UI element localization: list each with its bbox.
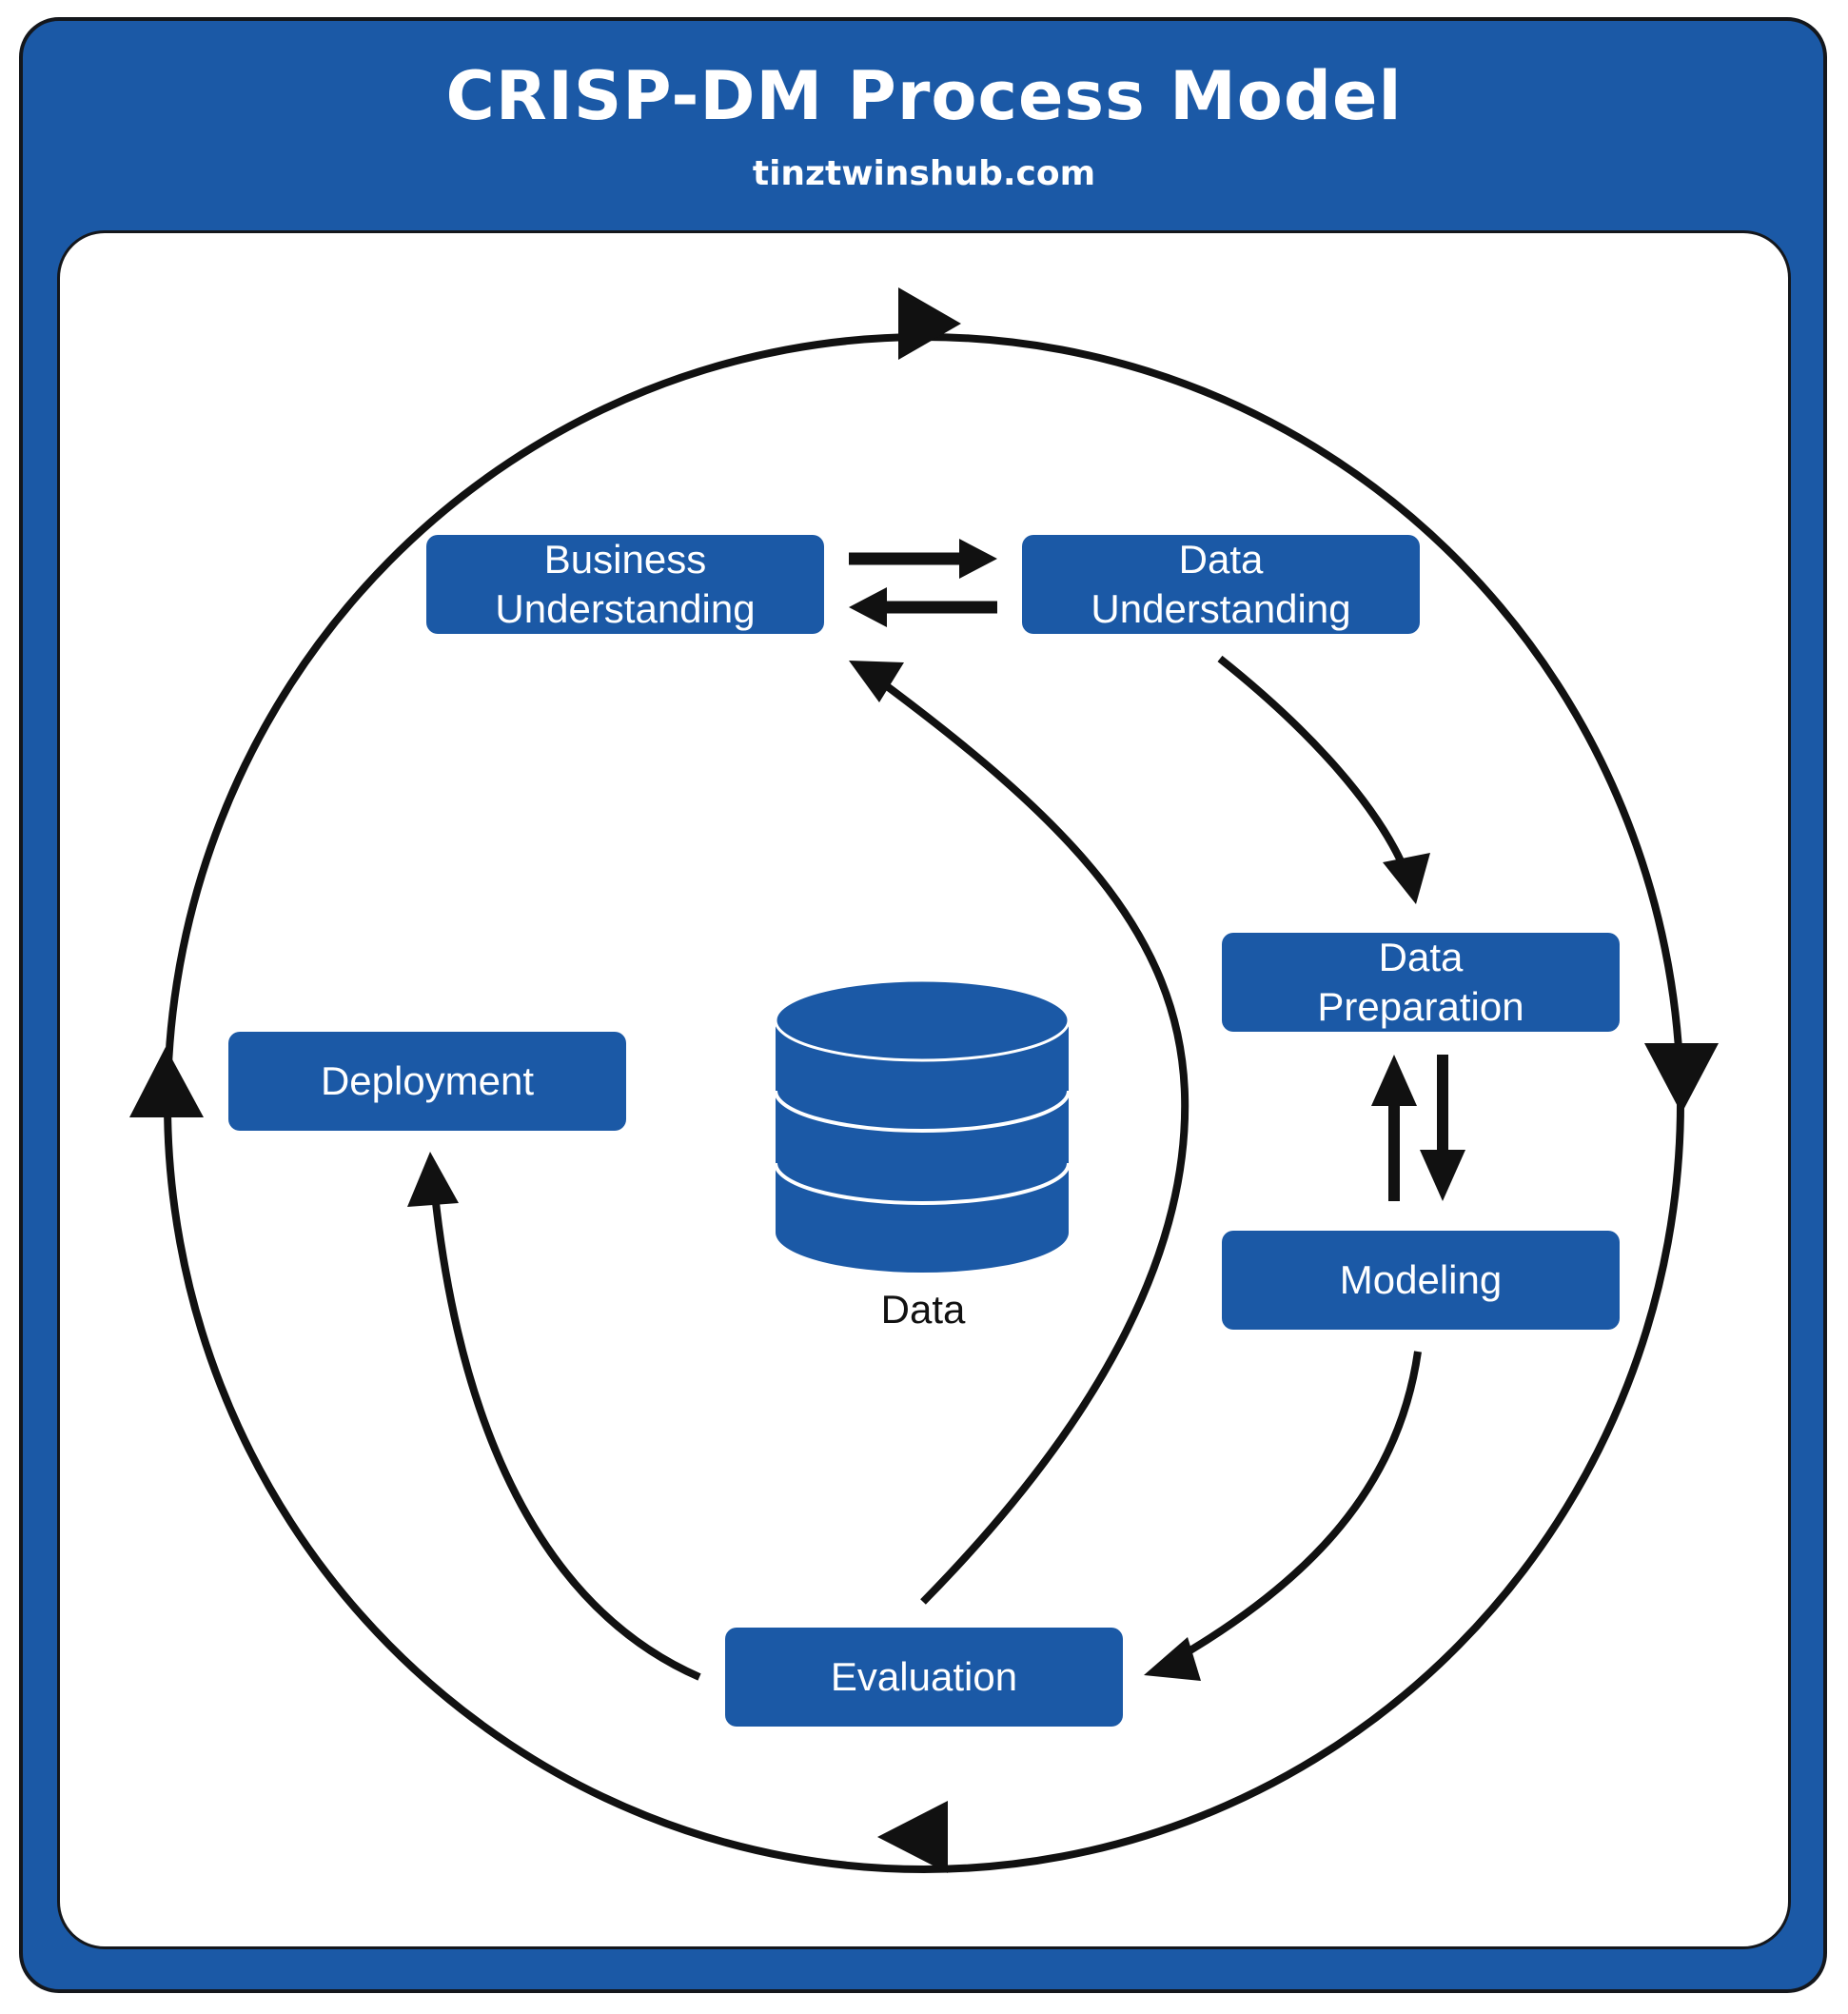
- stage-label: Business Understanding: [495, 537, 756, 631]
- stage-label: Data Preparation: [1317, 935, 1524, 1029]
- stage-evaluation[interactable]: Evaluation: [725, 1628, 1123, 1727]
- arrowhead-up-icon: [1371, 1055, 1417, 1106]
- arrow-evaluation-to-deployment: [429, 1175, 701, 1681]
- stage-data-understanding[interactable]: Data Understanding: [1022, 535, 1420, 634]
- arrow-modeling-to-evaluation: [1170, 1351, 1422, 1665]
- arrowhead-left-icon: [849, 587, 887, 627]
- arrowhead-up-icon: [407, 1152, 459, 1207]
- stage-business-understanding[interactable]: Business Understanding: [426, 535, 824, 634]
- data-label: Data: [880, 1287, 966, 1332]
- arrow-evaluation-to-business: [873, 674, 1189, 1605]
- arrowhead-up-left-icon: [849, 661, 904, 702]
- cycle-arrow-bottom-icon: [877, 1801, 948, 1873]
- stage-label: Evaluation: [830, 1654, 1018, 1699]
- stage-data-preparation[interactable]: Data Preparation: [1222, 933, 1620, 1032]
- arrow-data-understanding-to-preparation: [1217, 655, 1410, 876]
- arrowhead-down-icon: [1383, 853, 1430, 904]
- cycle-arrow-left-icon: [129, 1047, 204, 1117]
- stage-label: Deployment: [320, 1058, 535, 1103]
- page-subtitle: tinztwinshub.com: [752, 154, 1096, 193]
- page-title: CRISP-DM Process Model: [445, 57, 1403, 135]
- cycle-arrow-top-icon: [898, 287, 961, 360]
- stage-label: Data Understanding: [1091, 537, 1351, 631]
- stage-deployment[interactable]: Deployment: [228, 1032, 626, 1131]
- arrowhead-down-icon: [1420, 1150, 1465, 1201]
- arrowhead-right-icon: [959, 539, 997, 579]
- stage-label: Modeling: [1339, 1257, 1503, 1302]
- cycle-arrow-right-icon: [1644, 1043, 1719, 1114]
- arrowhead-left-icon: [1144, 1637, 1201, 1681]
- database-icon: [774, 978, 1071, 1273]
- stage-modeling[interactable]: Modeling: [1222, 1231, 1620, 1330]
